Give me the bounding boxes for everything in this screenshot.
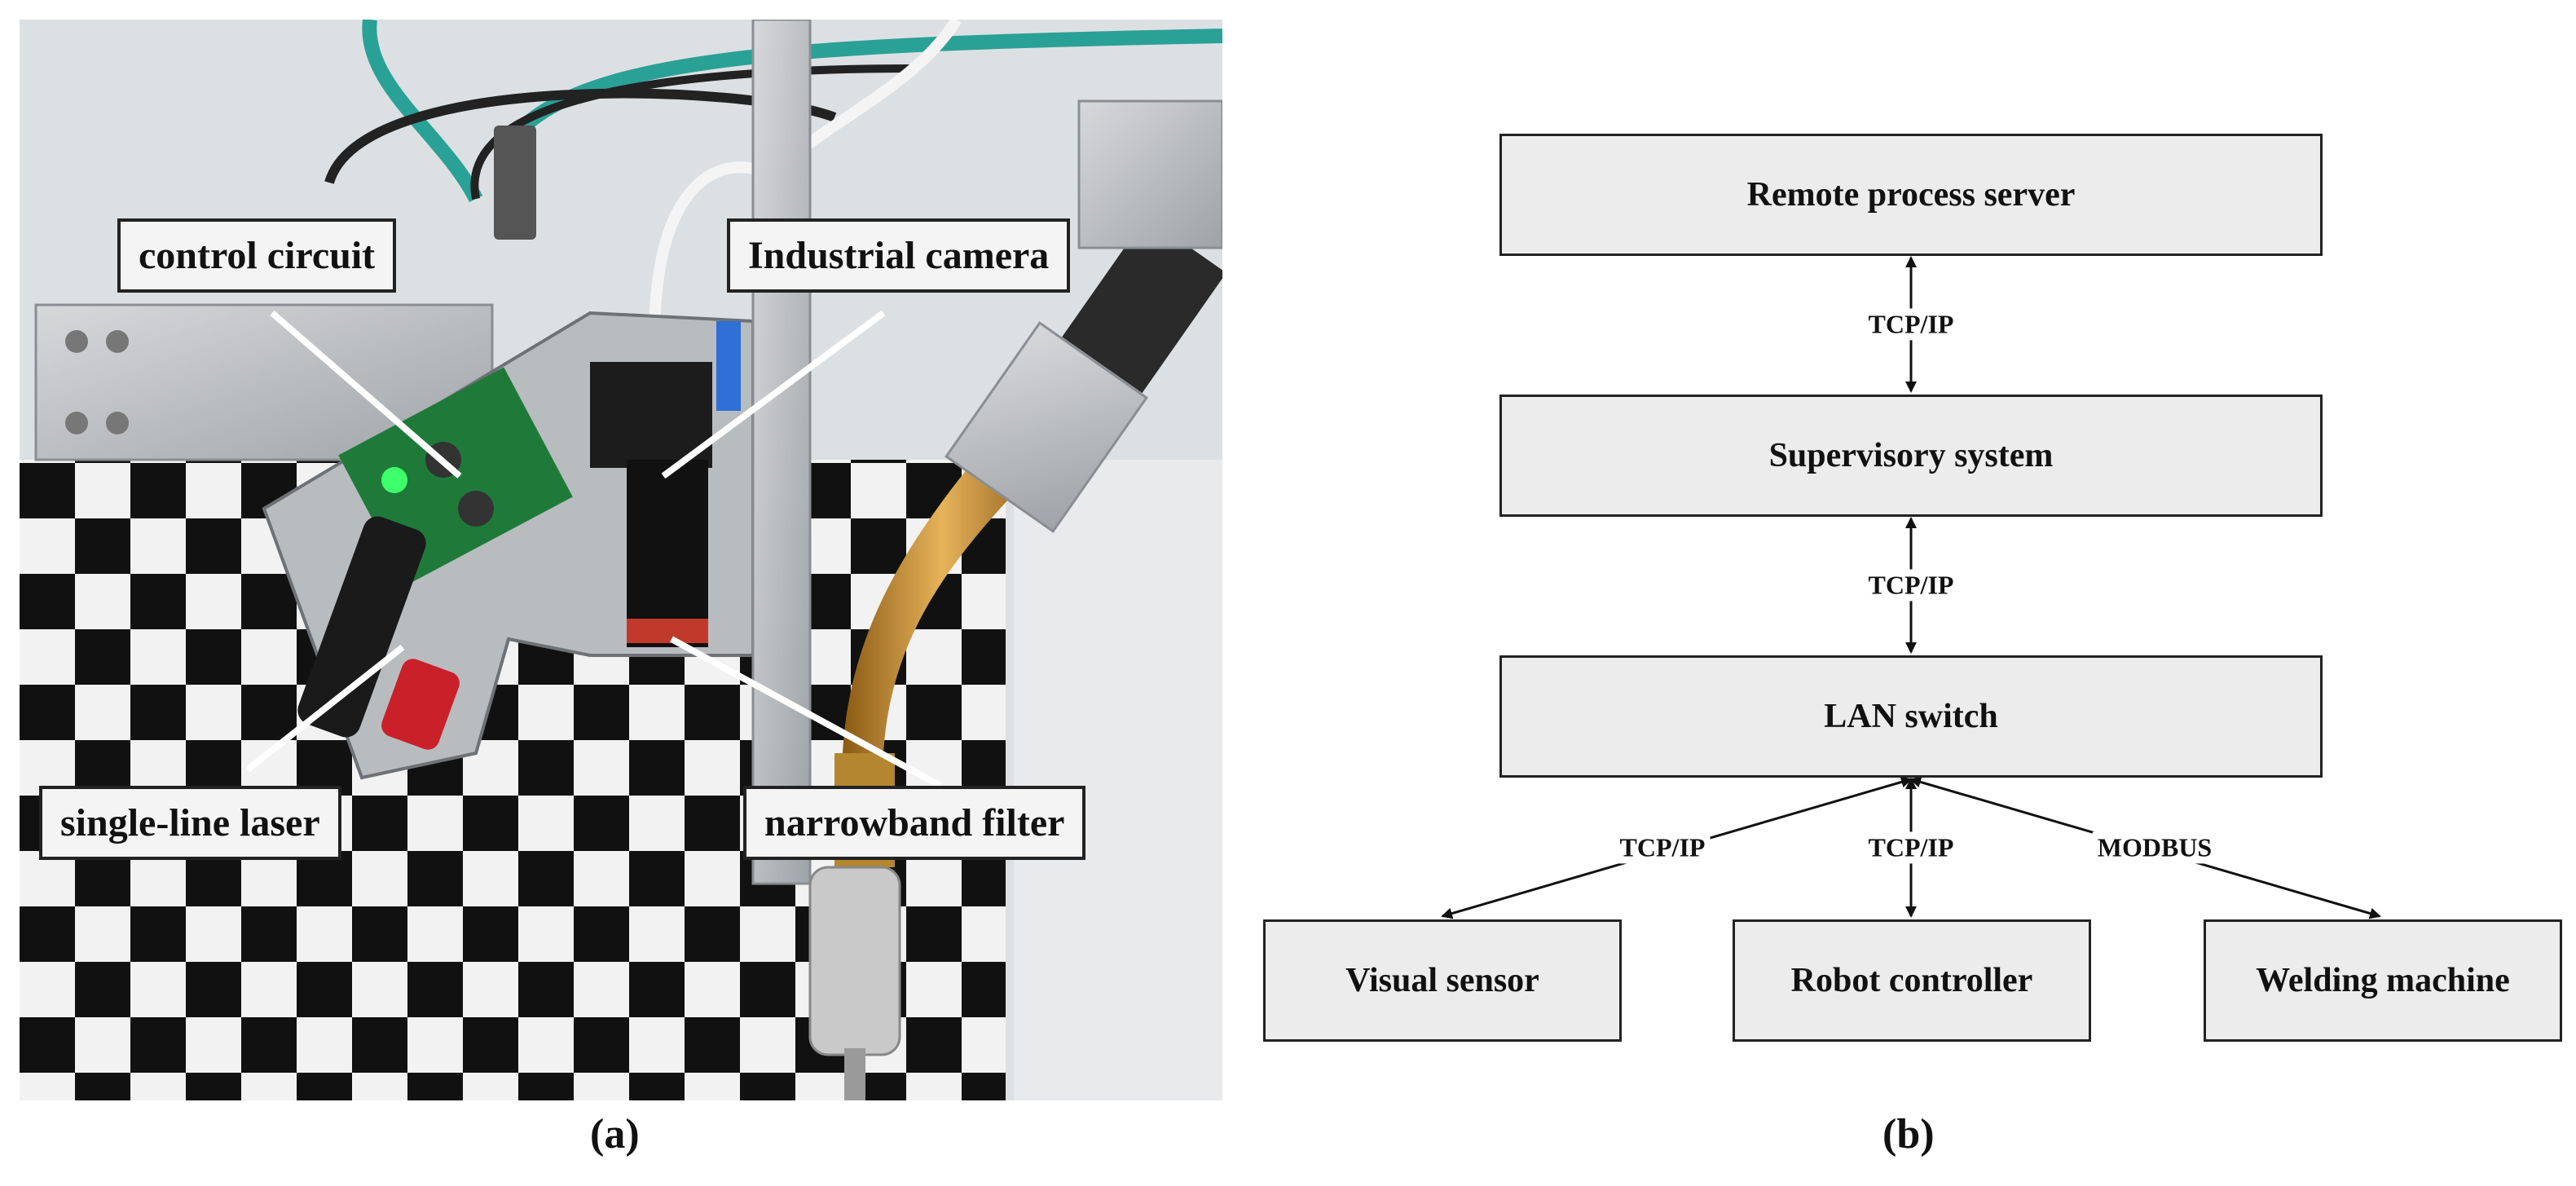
node-remote-process-server: Remote process server bbox=[1499, 134, 2323, 256]
panel-label-a: (a) bbox=[590, 1111, 640, 1157]
network-diagram: Remote process server Supervisory system… bbox=[1222, 0, 2576, 1186]
node-robot-controller: Robot controller bbox=[1733, 919, 2091, 1042]
node-lan-switch: LAN switch bbox=[1499, 655, 2323, 778]
callout-single-line-laser: single-line laser bbox=[39, 786, 341, 861]
callout-control-circuit: control circuit bbox=[117, 218, 397, 293]
sensor-photo bbox=[20, 20, 1222, 1100]
sensor-photo-panel bbox=[20, 20, 1222, 1100]
edge-label-lan-visual: TCP/IP bbox=[1614, 831, 1711, 864]
node-supervisory-system: Supervisory system bbox=[1499, 395, 2323, 517]
edge-label-lan-welding: MODBUS bbox=[2092, 831, 2217, 864]
edge-label-lan-robot: TCP/IP bbox=[1863, 831, 1959, 864]
callout-narrowband-filter: narrowband filter bbox=[743, 786, 1086, 861]
panel-label-b: (b) bbox=[1882, 1111, 1935, 1157]
node-welding-machine: Welding machine bbox=[2204, 919, 2562, 1042]
leader-line-narrowband-filter bbox=[670, 636, 942, 789]
leader-line-control-circuit bbox=[270, 310, 462, 479]
leader-line-industrial-camera bbox=[661, 310, 886, 479]
leader-line-single-line-laser bbox=[245, 644, 405, 773]
callout-industrial-camera: Industrial camera bbox=[727, 218, 1071, 293]
edge-label-supervisory-lan: TCP/IP bbox=[1863, 569, 1959, 602]
node-visual-sensor: Visual sensor bbox=[1263, 919, 1622, 1042]
edge-label-server-supervisory: TCP/IP bbox=[1863, 308, 1959, 341]
